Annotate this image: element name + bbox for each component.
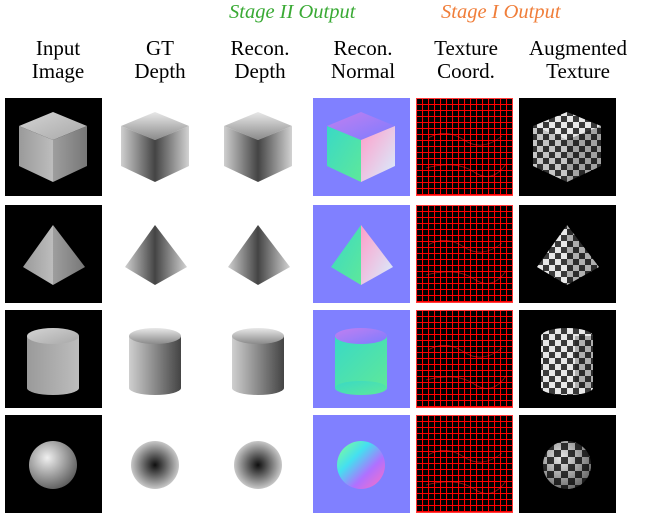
cube-augmented-image bbox=[519, 98, 616, 196]
column-header-line-1: Augmented bbox=[529, 36, 627, 60]
column-header-recon-depth: Recon. Depth bbox=[218, 37, 302, 83]
column-header-gt-depth: GT Depth bbox=[120, 37, 200, 83]
sphere-augmented-image bbox=[519, 415, 616, 513]
column-header-line-2: Texture bbox=[546, 59, 610, 83]
column-header-line-1: Recon. bbox=[230, 36, 290, 60]
cube-texcoord-image bbox=[416, 98, 513, 196]
sphere-input-image bbox=[5, 415, 102, 513]
pyramid-augmented-image bbox=[519, 205, 616, 303]
stage-ii-label: Stage II Output bbox=[229, 1, 356, 23]
sphere-texcoord-image bbox=[416, 415, 513, 513]
pyramid-recondepth-image bbox=[210, 205, 307, 303]
cylinder-gtdepth-image bbox=[107, 310, 204, 408]
cube-normal-image bbox=[313, 98, 410, 196]
column-header-line-1: Recon. bbox=[333, 36, 393, 60]
sphere-gtdepth-image bbox=[107, 415, 204, 513]
stage-i-label: Stage I Output bbox=[441, 1, 561, 23]
cylinder-texcoord-image bbox=[416, 310, 513, 408]
cylinder-input-image bbox=[5, 310, 102, 408]
column-header-line-2: Depth bbox=[134, 59, 186, 83]
cylinder-recondepth-image bbox=[210, 310, 307, 408]
column-header-line-2: Image bbox=[31, 59, 85, 83]
cylinder-normal-image bbox=[313, 310, 410, 408]
sphere-recondepth-image bbox=[210, 415, 307, 513]
cube-recondepth-image bbox=[210, 98, 307, 196]
column-header-line-1: Input bbox=[35, 36, 81, 60]
pyramid-gtdepth-image bbox=[107, 205, 204, 303]
sphere-normal-image bbox=[313, 415, 410, 513]
column-header-line-2: Depth bbox=[234, 59, 286, 83]
column-header-augmented-texture: Augmented Texture bbox=[516, 37, 640, 83]
cylinder-augmented-image bbox=[519, 310, 616, 408]
cube-input-image bbox=[5, 98, 102, 196]
column-header-line-2: Normal bbox=[330, 59, 396, 83]
column-header-line-2: Coord. bbox=[437, 59, 495, 83]
column-header-recon-normal: Recon. Normal bbox=[318, 37, 408, 83]
column-header-line-1: Texture bbox=[434, 36, 498, 60]
column-header-input-image: Input Image bbox=[18, 37, 98, 83]
cube-gtdepth-image bbox=[107, 98, 204, 196]
pyramid-normal-image bbox=[313, 205, 410, 303]
column-header-line-1: GT bbox=[146, 36, 174, 60]
pyramid-texcoord-image bbox=[416, 205, 513, 303]
column-header-texture-coord: Texture Coord. bbox=[420, 37, 512, 83]
pyramid-input-image bbox=[5, 205, 102, 303]
